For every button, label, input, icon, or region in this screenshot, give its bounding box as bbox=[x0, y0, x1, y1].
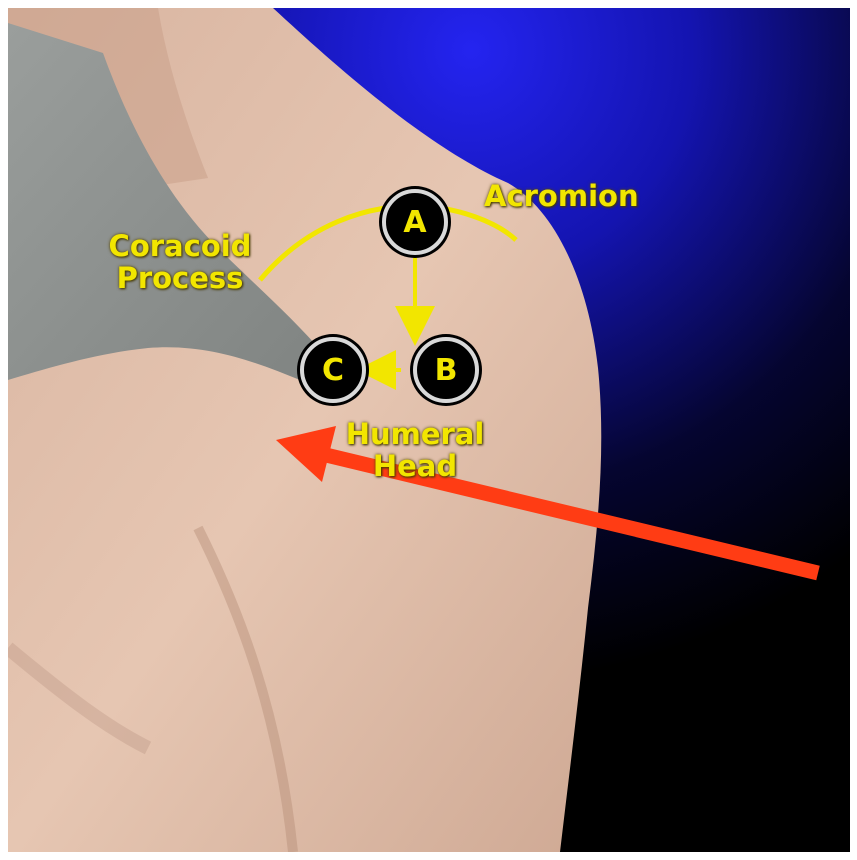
image-frame: A B C Acromion Coracoid Process Humeral … bbox=[8, 8, 850, 852]
humeral-label-line1: Humeral bbox=[332, 418, 498, 450]
marker-b-text: B bbox=[435, 353, 458, 388]
humeral-head-label: Humeral Head bbox=[332, 418, 498, 482]
marker-b: B bbox=[413, 337, 479, 403]
marker-a-text: A bbox=[403, 205, 426, 240]
coracoid-process-label: Coracoid Process bbox=[94, 230, 266, 294]
marker-c: C bbox=[300, 337, 366, 403]
marker-a: A bbox=[382, 189, 448, 255]
coracoid-label-line1: Coracoid bbox=[94, 230, 266, 262]
acromion-label: Acromion bbox=[484, 180, 639, 212]
humeral-label-line2: Head bbox=[332, 450, 498, 482]
coracoid-label-line2: Process bbox=[94, 262, 266, 294]
marker-c-text: C bbox=[322, 353, 344, 388]
